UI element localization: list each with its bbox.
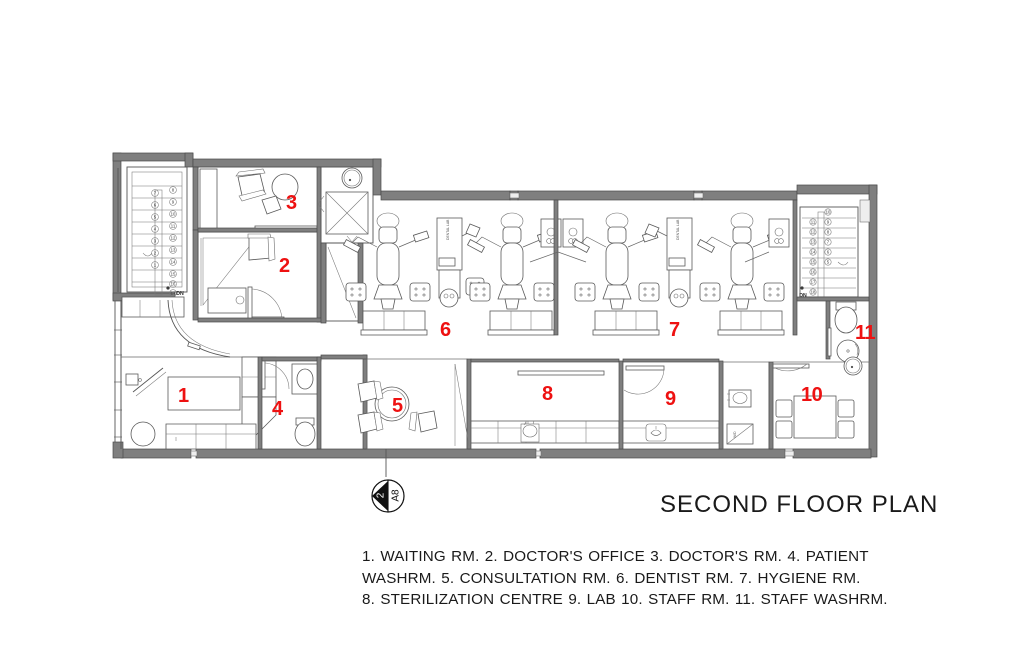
utility-closet: W/D <box>722 361 810 450</box>
svg-text:15: 15 <box>171 272 176 277</box>
room-number-3: 3 <box>286 192 297 214</box>
room-number-8: 8 <box>542 383 553 405</box>
svg-text:DENTAL LAB: DENTAL LAB <box>676 219 680 240</box>
interior-partitions-upper-left <box>192 166 323 323</box>
room-number-1: 1 <box>178 385 189 407</box>
svg-text:14: 14 <box>171 260 176 265</box>
svg-text:7: 7 <box>827 240 830 245</box>
svg-text:13: 13 <box>811 240 816 245</box>
room-number-2: 2 <box>279 255 290 277</box>
room-2-doctors-office <box>197 231 320 322</box>
dental-chair-unit-3 <box>571 212 660 336</box>
svg-text:15: 15 <box>811 260 816 265</box>
svg-text:11: 11 <box>811 220 816 225</box>
section-marker: 2 A8 <box>362 477 410 521</box>
svg-text:11: 11 <box>171 224 176 229</box>
room-9-lab <box>618 358 724 450</box>
room-4-patient-washroom <box>257 356 322 450</box>
room-number-11: 11 <box>855 322 876 344</box>
right-stair: 10 9 8 7 6 5 11 12 13 14 15 16 17 18 DN <box>799 206 859 301</box>
left-stair-tread-numbers: 7 6 5 4 3 2 1 <box>151 189 159 269</box>
legend-line: 8. STERILIZATION CENTRE 9. LAB 10. STAFF… <box>362 591 888 609</box>
right-stair-tread-numbers: 10 9 8 7 6 5 11 12 13 14 15 16 17 18 <box>809 208 832 296</box>
svg-text:DN: DN <box>799 293 807 299</box>
room-number-6: 6 <box>440 319 451 341</box>
operatory-divider-2 <box>529 199 587 336</box>
svg-text:6: 6 <box>154 203 157 208</box>
svg-text:18: 18 <box>811 290 816 295</box>
svg-text:10: 10 <box>826 210 831 215</box>
svg-text:7: 7 <box>154 191 157 196</box>
svg-text:DN: DN <box>176 291 184 297</box>
svg-text:4: 4 <box>154 227 157 232</box>
room-legend: 1. WAITING RM. 2. DOCTOR'S OFFICE 3. DOC… <box>362 546 898 611</box>
svg-text:9: 9 <box>172 200 175 205</box>
svg-text:1: 1 <box>154 263 157 268</box>
room-5-consultation-room <box>357 358 472 450</box>
dental-chair-unit-2 <box>466 212 555 336</box>
room-number-4: 4 <box>272 398 283 420</box>
dental-chair-unit-1 <box>342 212 431 336</box>
page-title: SECOND FLOOR PLAN <box>660 491 939 518</box>
svg-text:8: 8 <box>172 188 175 193</box>
section-detail-number: 2 <box>375 492 387 499</box>
svg-text:6: 6 <box>827 250 830 255</box>
room-8-sterilization-centre <box>470 358 620 444</box>
room-number-7: 7 <box>669 319 680 341</box>
section-sheet-number: A8 <box>390 489 402 502</box>
room-number-10: 10 <box>801 384 823 406</box>
operatory-cabinet-2: DENTAL LAB <box>644 217 693 308</box>
svg-text:10: 10 <box>171 212 176 217</box>
room-number-9: 9 <box>665 388 676 410</box>
svg-text:5: 5 <box>827 260 830 265</box>
left-stair-tread-numbers-up: 8 9 10 11 12 13 14 15 16 17 <box>169 186 177 297</box>
legend-line: 1. WAITING RM. 2. DOCTOR'S OFFICE 3. DOC… <box>362 548 869 565</box>
svg-text:12: 12 <box>811 230 816 235</box>
room-3-doctors-room <box>197 166 320 231</box>
svg-text:16: 16 <box>811 270 816 275</box>
room-10-staff-room <box>772 356 870 450</box>
dental-chair-unit-4 <box>696 212 785 336</box>
svg-text:9: 9 <box>827 220 830 225</box>
operatory-divider-4 <box>744 199 798 336</box>
svg-text:2: 2 <box>154 251 157 256</box>
svg-text:5: 5 <box>154 215 157 220</box>
room-11-staff-washroom <box>796 296 870 363</box>
svg-text:W/D: W/D <box>733 431 737 438</box>
svg-text:12: 12 <box>171 236 176 241</box>
svg-text:8: 8 <box>827 230 830 235</box>
svg-text:17: 17 <box>171 291 176 296</box>
svg-text:3: 3 <box>154 239 157 244</box>
legend-line: WASHRM. 5. CONSULTATION RM. 6. DENTIST R… <box>362 569 861 587</box>
svg-text:14: 14 <box>811 250 816 255</box>
svg-text:13: 13 <box>171 248 176 253</box>
left-stair: 7 6 5 4 3 2 1 8 9 10 11 12 13 14 15 16 1… <box>126 166 188 297</box>
room-number-5: 5 <box>392 395 403 417</box>
svg-text:17: 17 <box>811 280 816 285</box>
svg-text:16: 16 <box>171 282 176 287</box>
svg-text:DENTAL LAB: DENTAL LAB <box>446 219 450 240</box>
